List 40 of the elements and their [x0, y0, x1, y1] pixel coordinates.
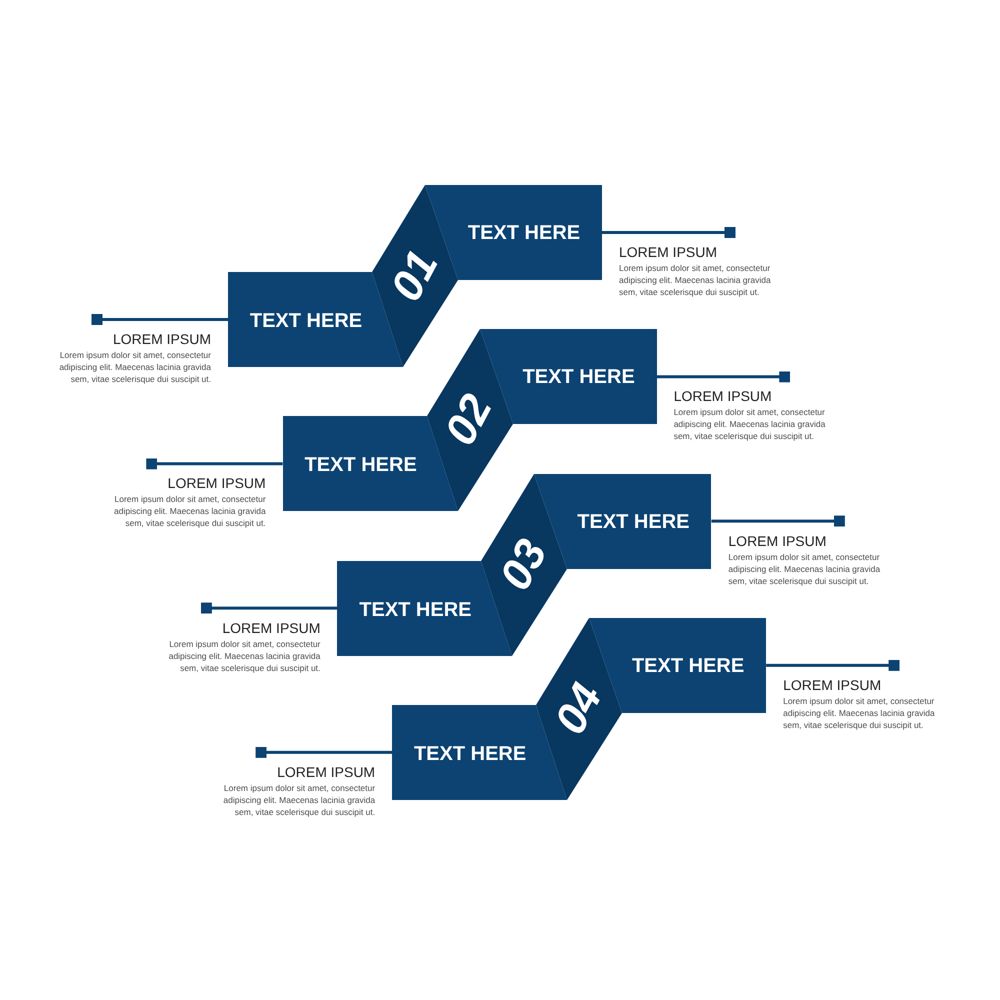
- connector-line: [92, 314, 228, 325]
- connector-line: [146, 458, 283, 470]
- callout-body: Lorem ipsum dolor sit amet, consectetur adipiscing elit. Maecenas lacinia gravida sem, vitae scelerisque dui suscipit ut.: [113, 493, 266, 530]
- callout-heading: LOREM IPSUM: [619, 244, 718, 260]
- panel-label: TEXT HERE: [359, 598, 472, 621]
- callout-heading: LOREM IPSUM: [277, 764, 376, 780]
- ribbon-fold: [372, 185, 458, 367]
- connector-line: [256, 746, 392, 758]
- panel-label: TEXT HERE: [304, 454, 417, 476]
- callout-body: Lorem ipsum dolor sit amet, consectetur adipiscing elit. Maecenas lacinia gravida sem, vitae scelerisque dui suscipit ut.: [783, 694, 936, 731]
- callout-heading: LOREM IPSUM: [783, 676, 882, 693]
- callout-body: Lorem ipsum dolor sit amet, consectetur adipiscing elit. Maecenas lacinia gravida sem, vitae scelerisque dui suscipit ut.: [168, 638, 320, 674]
- callout-heading: LOREM IPSUM: [112, 331, 211, 347]
- panel-label: TEXT HERE: [577, 510, 690, 533]
- callout-body: Lorem ipsum dolor sit amet, consectetur adipiscing elit. Maecenas lacinia gravida sem, vitae scelerisque dui suscipit ut.: [222, 782, 376, 818]
- callout-heading: LOREM IPSUM: [168, 475, 266, 492]
- callout-heading: LOREM IPSUM: [222, 620, 320, 636]
- connector-line: [200, 602, 338, 614]
- panel-label: TEXT HERE: [632, 654, 744, 677]
- connector-line: [656, 371, 790, 382]
- panel-label: TEXT HERE: [522, 366, 635, 388]
- connector-line: [711, 516, 845, 527]
- callout-heading: LOREM IPSUM: [674, 388, 772, 404]
- step-number: 03: [492, 532, 555, 597]
- connector-line: [766, 660, 900, 671]
- callout-body: Lorem ipsum dolor sit amet, consectetur adipiscing elit. Maecenas lacinia gravida sem, vitae scelerisque dui suscipit ut.: [674, 406, 826, 442]
- step-number: 04: [548, 676, 610, 741]
- callout-body: Lorem ipsum dolor sit amet, consectetur adipiscing elit. Maecenas lacinia gravida sem, vitae scelerisque dui suscipit ut.: [58, 349, 211, 385]
- ribbon-fold: [536, 618, 622, 800]
- panel-label: TEXT HERE: [468, 222, 580, 244]
- callout-heading: LOREM IPSUM: [728, 532, 826, 549]
- panel-label: TEXT HERE: [250, 310, 362, 332]
- panel-label: TEXT HERE: [414, 742, 526, 765]
- ribbon-fold: [481, 474, 568, 656]
- callout-body: Lorem ipsum dolor sit amet, consectetur adipiscing elit. Maecenas lacinia gravida sem, vitae scelerisque dui suscipit ut.: [619, 262, 772, 298]
- step-number: 01: [384, 244, 446, 308]
- callout-body: Lorem ipsum dolor sit amet, consectetur adipiscing elit. Maecenas lacinia gravida sem, vitae scelerisque dui suscipit ut.: [728, 550, 882, 587]
- connector-line: [602, 227, 736, 238]
- step-number: 02: [438, 388, 500, 452]
- ribbon-fold: [426, 329, 513, 512]
